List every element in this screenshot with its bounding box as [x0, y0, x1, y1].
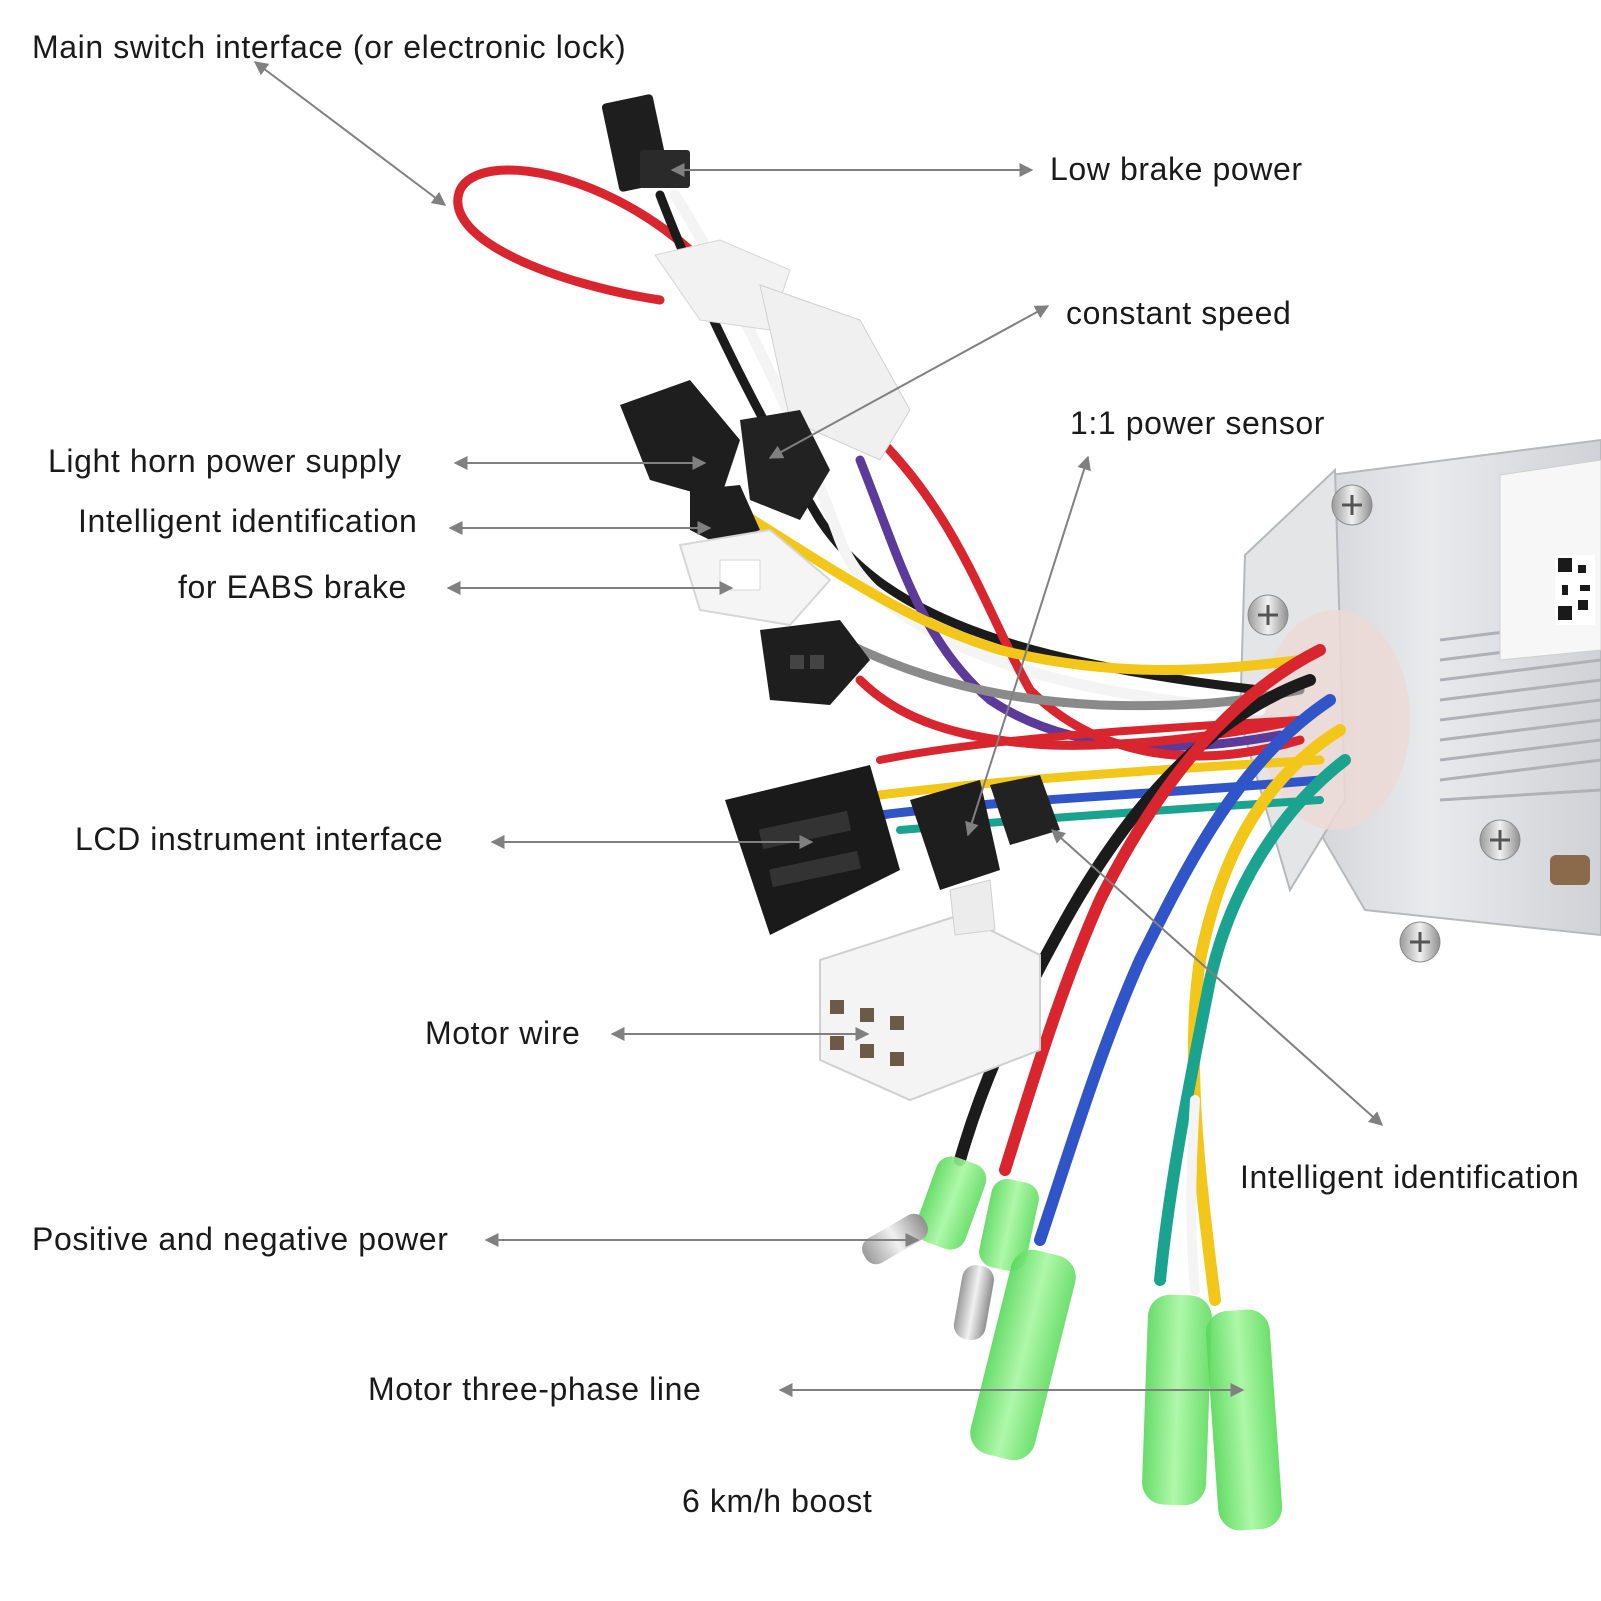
leader-main-switch: [253, 61, 447, 206]
connector-motor-wire: [819, 879, 1041, 1102]
screw-bottom-left: [1399, 921, 1441, 963]
connector-lcd: [725, 765, 900, 935]
terminal-phase-yellow: [1205, 1309, 1283, 1531]
connector-small-black: [760, 620, 870, 705]
labels: Main switch interface (or electronic loc…: [32, 29, 1579, 1519]
label-low-brake: Low brake power: [1050, 151, 1303, 187]
controller-side-port: [1550, 855, 1590, 885]
label-power-sensor: 1:1 power sensor: [1070, 405, 1325, 441]
terminal-phase-green: [1142, 1294, 1212, 1506]
label-constant-speed: constant speed: [1066, 295, 1291, 331]
leader-intelligent-id-right: [1050, 829, 1384, 1126]
connector-light-horn: [620, 380, 740, 500]
leader-power-sensor: [965, 455, 1091, 837]
label-lcd: LCD instrument interface: [75, 821, 443, 857]
screw-mid-left: [1247, 594, 1289, 636]
label-intelligent-id-right: Intelligent identification: [1240, 1159, 1579, 1195]
label-eabs: for EABS brake: [178, 569, 407, 605]
label-motor-wire: Motor wire: [425, 1015, 580, 1051]
terminal-phase-blue: [970, 1249, 1076, 1461]
wire-red-loop: [453, 165, 695, 305]
leader-constant-speed: [768, 305, 1050, 459]
leader-lines: [253, 61, 1384, 1397]
terminal-positive: [953, 1178, 1039, 1340]
controller-unit: [1238, 438, 1601, 963]
label-three-phase: Motor three-phase line: [368, 1371, 701, 1407]
wire-white-phase: [1186, 1095, 1200, 1295]
label-pos-neg-power: Positive and negative power: [32, 1221, 448, 1257]
terminals: [862, 1156, 1283, 1531]
wire-gray: [835, 635, 1305, 711]
label-intelligent-id-left: Intelligent identification: [78, 503, 417, 539]
terminal-negative: [862, 1156, 987, 1265]
wire-harness: [453, 165, 1351, 1306]
label-light-horn: Light horn power supply: [48, 443, 402, 479]
label-main-switch: Main switch interface (or electronic loc…: [32, 29, 626, 65]
connector-low-brake: [601, 94, 690, 192]
label-boost: 6 km/h boost: [682, 1483, 872, 1519]
screw-bottom-right: [1479, 819, 1521, 861]
connector-eabs: [678, 528, 832, 627]
qr-code: [1555, 555, 1595, 625]
connectors: [601, 94, 1060, 1102]
screw-top-left: [1331, 484, 1373, 526]
